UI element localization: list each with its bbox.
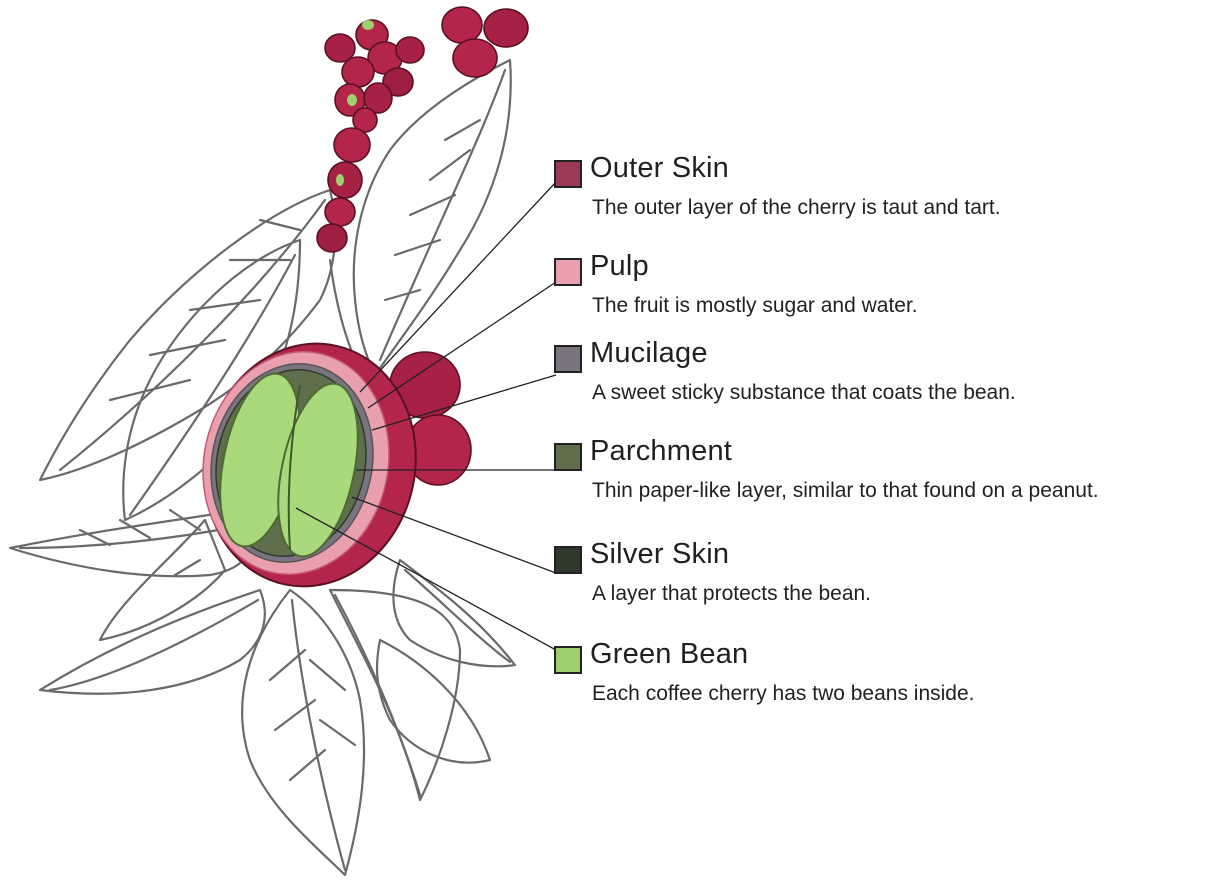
legend-item-outer-skin: Outer Skin The outer layer of the cherry… xyxy=(554,158,1224,238)
legend-item-silver-skin: Silver Skin A layer that protects the be… xyxy=(554,544,1224,624)
mucilage-title: Mucilage xyxy=(590,337,708,370)
silver-skin-title: Silver Skin xyxy=(590,538,729,571)
pulp-description: The fruit is mostly sugar and water. xyxy=(592,294,918,318)
legend-item-parchment: Parchment Thin paper-like layer, similar… xyxy=(554,441,1224,521)
mucilage-swatch xyxy=(554,345,582,373)
legend-item-mucilage: Mucilage A sweet sticky substance that c… xyxy=(554,343,1224,423)
pulp-swatch xyxy=(554,258,582,286)
outer-skin-description: The outer layer of the cherry is taut an… xyxy=(592,196,1001,220)
outer-skin-title: Outer Skin xyxy=(590,152,729,185)
green-bean-title: Green Bean xyxy=(590,638,748,671)
leaf-bottom-left xyxy=(40,590,265,694)
legend-item-green-bean: Green Bean Each coffee cherry has two be… xyxy=(554,644,1224,724)
outer-skin-swatch xyxy=(554,160,582,188)
green-bean-description: Each coffee cherry has two beans inside. xyxy=(592,682,975,706)
parchment-swatch xyxy=(554,443,582,471)
legend-item-pulp: Pulp The fruit is mostly sugar and water… xyxy=(554,256,1224,336)
silver-skin-swatch xyxy=(554,546,582,574)
pulp-title: Pulp xyxy=(590,250,649,283)
parchment-description: Thin paper-like layer, similar to that f… xyxy=(592,479,1099,503)
parchment-title: Parchment xyxy=(590,435,732,468)
leaf-far-lower-right xyxy=(377,640,490,763)
silver-skin-description: A layer that protects the bean. xyxy=(592,582,871,606)
berry-cluster xyxy=(317,7,528,252)
green-bean-swatch xyxy=(554,646,582,674)
mucilage-description: A sweet sticky substance that coats the … xyxy=(592,381,1016,405)
